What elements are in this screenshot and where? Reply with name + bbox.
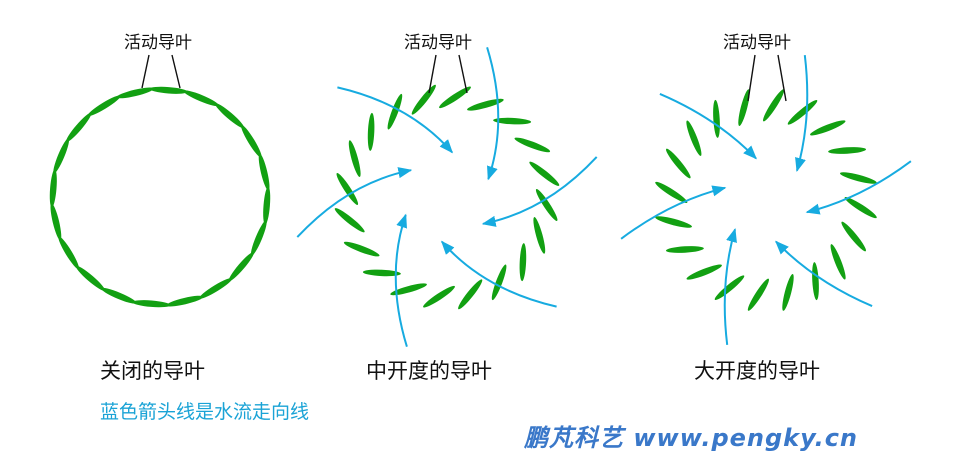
- guide-vane: [655, 181, 688, 203]
- guide-vane: [101, 287, 137, 304]
- flow-arrow: [723, 228, 737, 346]
- guide-vane: [362, 269, 401, 277]
- guide-vane: [263, 186, 271, 225]
- guide-vane: [149, 86, 188, 94]
- callout-leader-line: [428, 54, 437, 94]
- guide-vane: [258, 153, 270, 191]
- guide-vane: [714, 275, 745, 301]
- guide-vane: [738, 89, 750, 127]
- guide-vane: [493, 117, 532, 125]
- guide-vane: [132, 300, 171, 308]
- panel-medium: [296, 47, 598, 347]
- flow-arrow: [486, 47, 500, 181]
- guide-vane: [665, 148, 691, 179]
- flow-legend-note: 蓝色箭头线是水流走向线: [100, 401, 310, 423]
- guide-vane: [458, 279, 483, 310]
- panel-large: [620, 54, 912, 346]
- guide-vane: [75, 265, 105, 291]
- panel-title-medium: 中开度的导叶: [366, 359, 492, 383]
- guide-vane: [844, 197, 877, 219]
- guide-vane: [50, 203, 62, 241]
- guide-vane: [747, 278, 769, 311]
- guide-vane: [66, 112, 92, 142]
- flow-arrow: [775, 240, 873, 308]
- guide-vane: [199, 278, 233, 299]
- guide-vane: [387, 93, 403, 130]
- guide-vane: [215, 103, 245, 129]
- guide-vane: [839, 172, 877, 184]
- flow-arrow: [481, 156, 598, 227]
- guide-vane: [782, 273, 794, 311]
- guide-vane: [529, 161, 560, 186]
- flow-arrow: [620, 185, 727, 240]
- guide-vane: [166, 295, 204, 307]
- guide-vane: [519, 243, 527, 282]
- guide-vane: [686, 120, 702, 156]
- guide-vane: [336, 173, 359, 205]
- guide-vane: [423, 285, 455, 308]
- guide-vane: [810, 120, 846, 136]
- flow-arrow: [440, 240, 557, 308]
- guide-vane: [686, 264, 722, 280]
- guide-vane: [763, 89, 785, 122]
- flow-arrow: [394, 213, 408, 347]
- guide-vane: [655, 216, 693, 228]
- panel-closed: [49, 54, 271, 308]
- guide-vane: [343, 241, 380, 257]
- callout-label-medium: 活动导叶: [404, 33, 472, 53]
- flow-arrow: [659, 92, 757, 160]
- guide-vane: [787, 99, 818, 125]
- callout-label-closed: 活动导叶: [124, 33, 192, 53]
- callout-leader-line: [141, 54, 150, 89]
- brand-watermark: 鹏芃科艺 www.pengky.cn: [524, 424, 859, 452]
- guide-vane: [228, 252, 254, 282]
- callout-label-large: 活动导叶: [723, 33, 791, 53]
- guide-vane: [411, 84, 436, 115]
- guide-vane: [53, 138, 70, 174]
- guide-vane: [828, 147, 867, 154]
- guide-vane: [250, 220, 267, 256]
- guide-vane: [87, 95, 121, 116]
- guide-vane: [116, 87, 154, 99]
- callout-leader-line: [171, 54, 181, 89]
- callout-leader-line: [458, 54, 468, 94]
- guide-vane: [514, 137, 551, 153]
- guide-vane: [439, 86, 471, 109]
- guide-vane: [713, 99, 720, 138]
- guide-vane: [183, 90, 219, 107]
- guide-vane: [58, 236, 79, 270]
- flow-arrow: [337, 86, 454, 154]
- guide-vane: [367, 112, 375, 151]
- panel-title-large: 大开度的导叶: [694, 359, 820, 383]
- guide-vane: [334, 208, 365, 233]
- callout-leader-line: [777, 54, 787, 102]
- guide-vane: [241, 124, 262, 158]
- flow-arrow: [805, 160, 912, 215]
- guide-vane: [49, 169, 57, 208]
- guide-vane: [841, 221, 867, 252]
- guide-vane: [491, 264, 507, 301]
- guide-vane: [830, 244, 846, 280]
- panel-title-closed: 关闭的导叶: [100, 359, 205, 383]
- guide-vane: [535, 189, 558, 221]
- guide-vane: [390, 283, 427, 296]
- guide-vane: [467, 98, 504, 111]
- flow-arrow: [795, 54, 809, 172]
- flow-arrow: [296, 167, 413, 238]
- guide-vane: [348, 140, 361, 177]
- guide-vane: [812, 262, 819, 301]
- callout-leader-line: [747, 54, 756, 102]
- guide-vane: [665, 246, 704, 253]
- guide-vane: [533, 217, 546, 254]
